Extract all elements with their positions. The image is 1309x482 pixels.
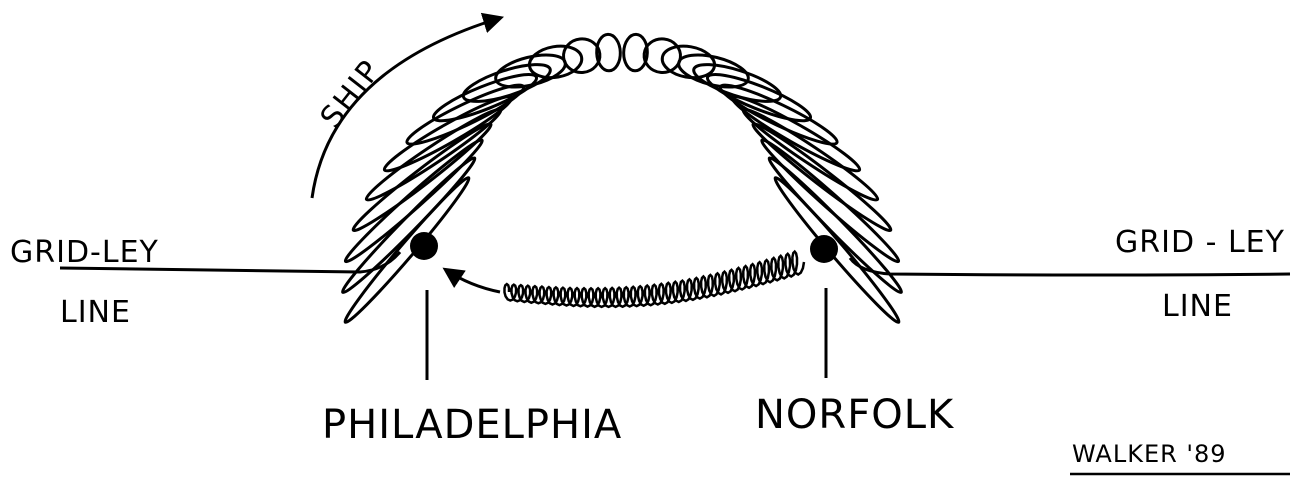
return-arrow-icon: [446, 270, 500, 292]
ship-label: SHIP: [314, 53, 389, 135]
outbound-loop: [338, 153, 480, 297]
signature: WALKER '89: [1072, 440, 1227, 468]
outbound-loop: [764, 153, 906, 297]
norfolk-label: NORFOLK: [755, 392, 955, 438]
outbound-loop: [703, 66, 814, 128]
return-coil: [505, 252, 805, 307]
outbound-loop-path: [338, 34, 907, 327]
grid-ley-right-line1: GRID - LEY: [1115, 225, 1285, 260]
grid-ley-left-line2: LINE: [60, 295, 131, 330]
philadelphia-point-icon: [410, 232, 438, 260]
outbound-loop: [429, 66, 540, 128]
return-coil-path: [505, 252, 805, 307]
grid-ley-right-line2: LINE: [1162, 289, 1233, 324]
norfolk-point-icon: [810, 235, 838, 263]
grid-ley-left-line1: GRID-LEY: [10, 235, 159, 270]
philadelphia-label: PHILADELPHIA: [322, 402, 622, 448]
grid-ley-line-right: [850, 258, 1290, 275]
